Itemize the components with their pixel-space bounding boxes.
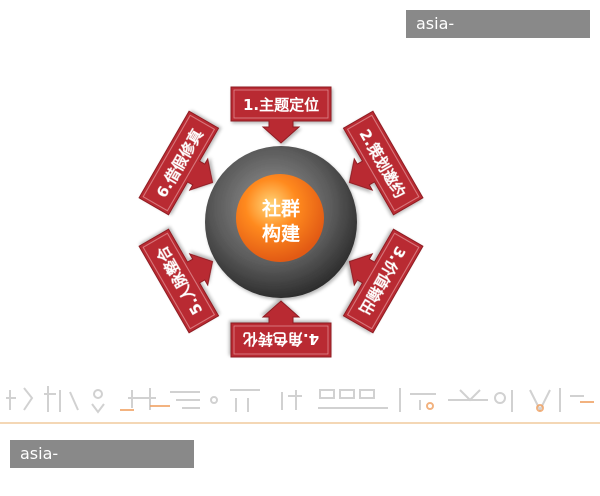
step-inner-border xyxy=(347,232,420,330)
watermark-bottom: asia-anbosports.com xyxy=(10,440,194,491)
center-text-line-2: 构建 xyxy=(262,222,300,245)
step-arrow-shape xyxy=(138,110,220,216)
step-inner-border xyxy=(233,89,329,119)
step-box-4: 4.角色转化 xyxy=(230,300,332,358)
step-arrow-shape xyxy=(342,228,424,334)
step-arrow-shape xyxy=(138,228,220,334)
center-core xyxy=(236,174,324,262)
step-box-1: 1.主题定位 xyxy=(230,86,332,144)
step-inner-border xyxy=(347,114,420,212)
step-label: 4.角色转化 xyxy=(243,330,319,348)
step-inner-border xyxy=(233,325,329,355)
center-text-line-1: 社群 xyxy=(261,197,300,220)
step-arrow-shape xyxy=(230,86,332,144)
watermark-top: asia-anbosports.com xyxy=(406,10,590,61)
decorative-glyph-strip xyxy=(0,386,600,424)
center-hub: 社群 构建 xyxy=(205,146,357,298)
step-inner-border xyxy=(142,232,215,330)
step-arrow-shape xyxy=(342,110,424,216)
step-label: 1.主题定位 xyxy=(243,96,319,114)
step-arrow-shape xyxy=(230,300,332,358)
step-inner-border xyxy=(142,114,215,212)
